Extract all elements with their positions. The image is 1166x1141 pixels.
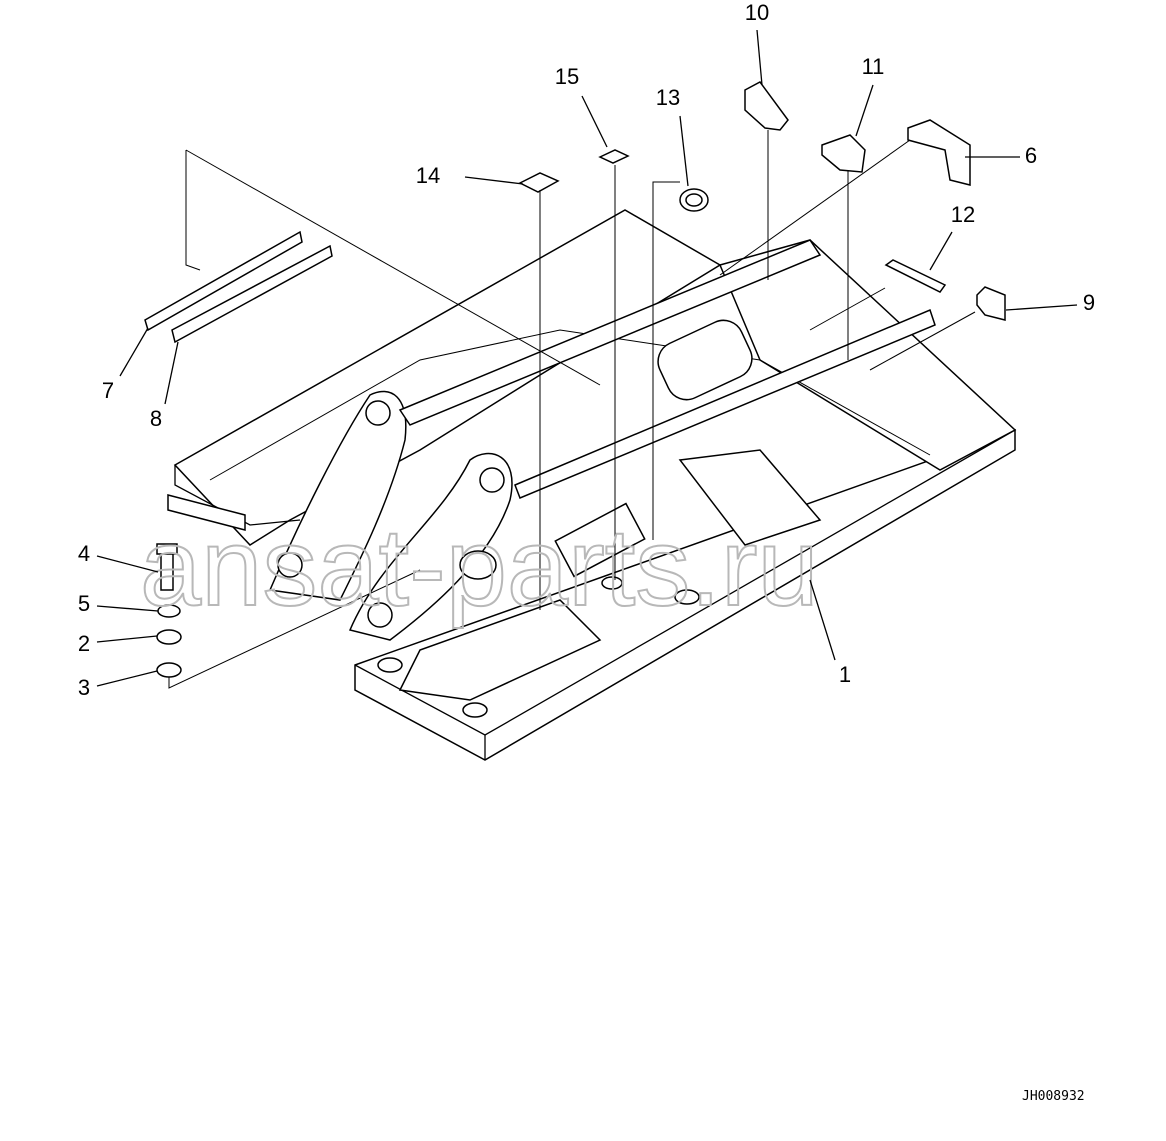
callout-12: 12 (951, 202, 975, 227)
callout-11: 11 (862, 54, 885, 79)
callout-2: 2 (78, 631, 90, 656)
callout-9: 9 (1083, 290, 1095, 315)
callout-14: 14 (416, 163, 440, 188)
part-8-strip (171, 244, 333, 344)
drawing-code: JH008932 (1022, 1089, 1085, 1104)
reference-lines (168, 130, 976, 689)
callout-6: 6 (1025, 143, 1037, 168)
callout-1: 1 (839, 662, 851, 687)
callout-5: 5 (78, 591, 90, 616)
callout-3: 3 (78, 675, 90, 700)
loose-parts (144, 81, 1006, 678)
callout-10: 10 (745, 0, 769, 25)
part-15-plate (598, 149, 630, 164)
callout-8: 8 (150, 406, 162, 431)
callouts: 1 2 3 4 5 6 7 8 9 10 11 12 13 14 15 (78, 0, 1095, 700)
part-6-bracket (907, 119, 971, 186)
callout-4: 4 (78, 541, 90, 566)
callout-13: 13 (656, 85, 680, 110)
part-3-shim (156, 662, 182, 678)
leader-lines (96, 29, 1078, 687)
part-2-shim (156, 629, 182, 645)
part-7-strip (144, 230, 303, 332)
watermark: ansat-parts.ru (140, 506, 819, 629)
part-11-bracket (821, 134, 866, 173)
callout-15: 15 (555, 64, 579, 89)
part-9-block (976, 286, 1006, 321)
revolving-frame (167, 209, 1017, 761)
part-12-bar (884, 259, 947, 293)
part-10-bracket (744, 81, 789, 131)
callout-7: 7 (102, 378, 114, 403)
part-14-plate (518, 172, 560, 193)
